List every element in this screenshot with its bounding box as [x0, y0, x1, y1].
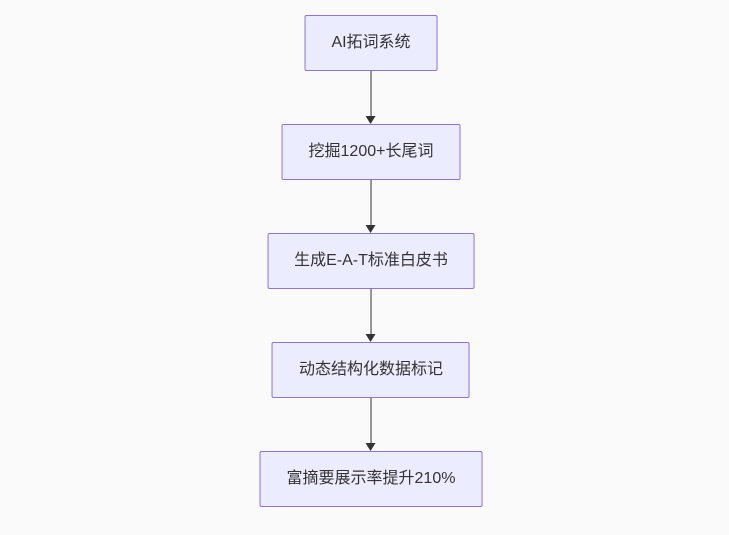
- flow-arrow-2: [366, 180, 376, 233]
- flow-node-3: 生成E-A-T标准白皮书: [267, 233, 475, 289]
- arrow-line: [370, 180, 372, 225]
- arrow-head-icon: [366, 334, 376, 342]
- flow-node-5: 富摘要展示率提升210%: [259, 451, 483, 507]
- flow-arrow-3: [366, 289, 376, 342]
- flow-node-4: 动态结构化数据标记: [271, 342, 470, 398]
- arrow-line: [370, 71, 372, 116]
- flow-node-1: AI拓词系统: [304, 15, 438, 71]
- arrow-line: [370, 398, 372, 443]
- arrow-head-icon: [366, 116, 376, 124]
- arrow-line: [370, 289, 372, 334]
- flowchart: AI拓词系统挖掘1200+长尾词生成E-A-T标准白皮书动态结构化数据标记富摘要…: [259, 15, 483, 507]
- flow-arrow-1: [366, 71, 376, 124]
- arrow-head-icon: [366, 225, 376, 233]
- flow-node-2: 挖掘1200+长尾词: [281, 124, 461, 180]
- arrow-head-icon: [366, 443, 376, 451]
- flow-arrow-4: [366, 398, 376, 451]
